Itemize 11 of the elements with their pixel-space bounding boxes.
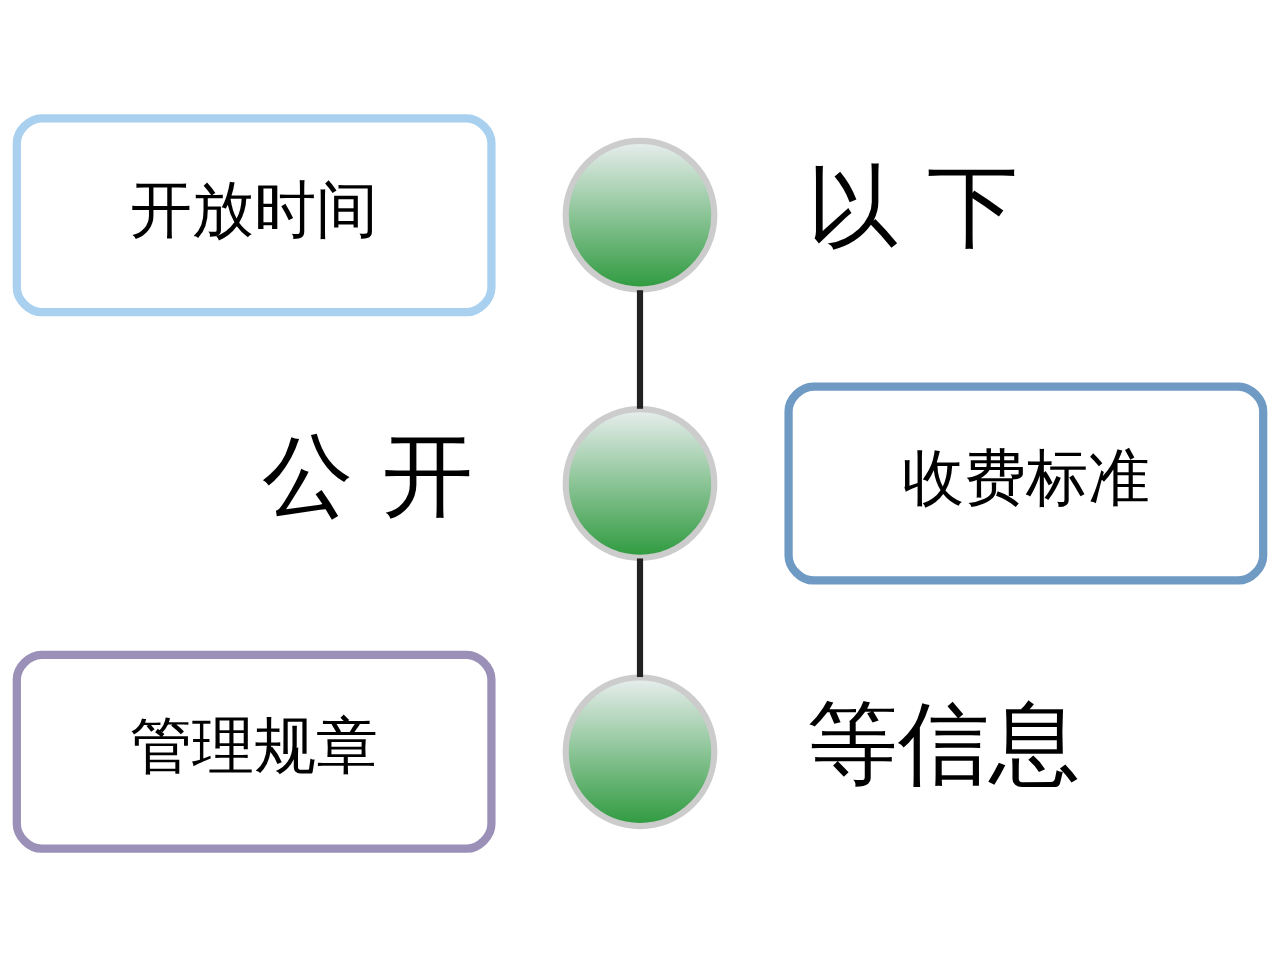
label: 以 下 [806, 154, 1018, 260]
node-picture [562, 406, 718, 561]
label: 等信息 [806, 690, 1080, 796]
node-box: 开放时间 [12, 114, 496, 317]
connector [636, 558, 644, 678]
label: 公 开 [262, 422, 474, 528]
node-box: 管理规章 [12, 650, 496, 853]
node-picture [562, 674, 718, 830]
node-box: 收费标准 [784, 382, 1268, 585]
connector [636, 290, 644, 409]
node-picture [562, 137, 718, 293]
